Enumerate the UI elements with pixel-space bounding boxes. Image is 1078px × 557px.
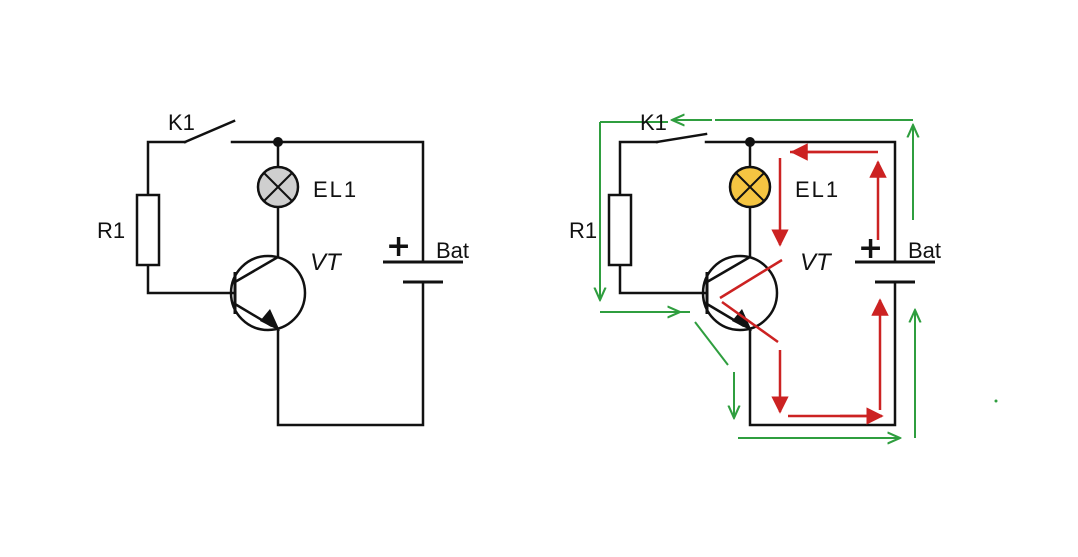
label-vt: VT xyxy=(310,249,343,276)
wires-right xyxy=(618,140,897,427)
label-r1: R1 xyxy=(97,218,125,243)
wires-left xyxy=(146,140,425,427)
junction-dot xyxy=(273,137,283,147)
circuit-right: K1 EL1 R1 VT + Bat xyxy=(569,110,998,438)
load-current-path xyxy=(719,143,889,425)
resistor-icon xyxy=(135,193,161,267)
label-el1: EL1 xyxy=(795,177,840,202)
battery-icon xyxy=(383,260,463,284)
label-plus: + xyxy=(386,229,411,264)
switch-icon xyxy=(183,119,236,144)
base-current-path xyxy=(600,120,915,438)
label-plus: + xyxy=(858,231,883,266)
label-k1: K1 xyxy=(168,110,195,135)
label-el1: EL1 xyxy=(313,177,358,202)
resistor-icon xyxy=(607,193,633,267)
label-r1: R1 xyxy=(569,218,597,243)
circuit-left: K1 EL1 R1 VT + Bat xyxy=(97,110,469,427)
label-k1: K1 xyxy=(640,110,667,135)
label-bat: Bat xyxy=(436,238,469,263)
battery-icon xyxy=(855,260,935,284)
transistor-icon xyxy=(701,254,779,332)
lamp-icon xyxy=(728,165,772,209)
stray-dot xyxy=(994,399,998,403)
label-vt: VT xyxy=(800,249,833,276)
transistor-icon xyxy=(229,254,307,332)
lamp-icon xyxy=(256,165,300,209)
label-bat: Bat xyxy=(908,238,941,263)
switch-icon xyxy=(655,132,708,144)
junction-dot xyxy=(745,137,755,147)
